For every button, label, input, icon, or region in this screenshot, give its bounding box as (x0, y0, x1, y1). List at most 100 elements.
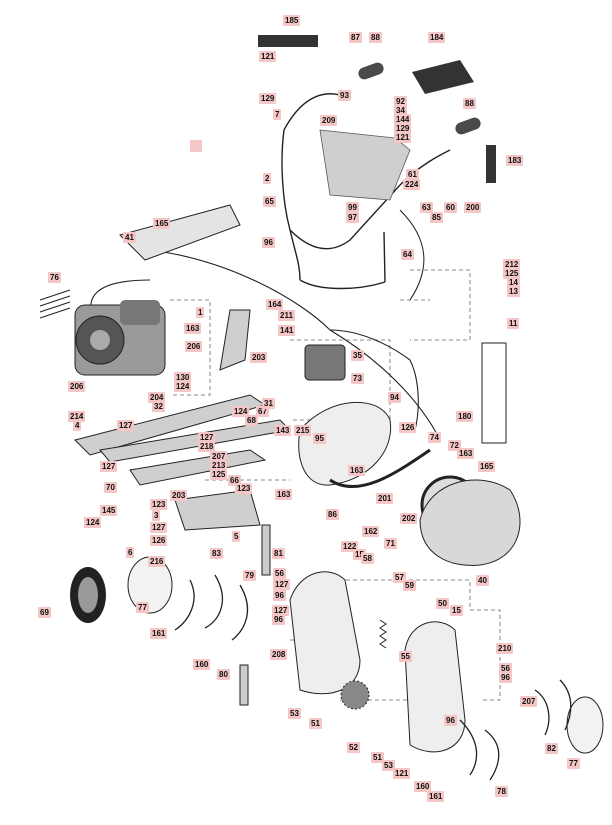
part-label-93: 93 (338, 90, 351, 101)
part-label-41: 41 (123, 232, 136, 243)
part-label-6: 6 (126, 547, 135, 558)
exhaust-shield (39, 289, 71, 319)
part-label-165: 165 (478, 461, 496, 472)
part-label-203: 203 (250, 352, 268, 363)
part-label-72: 72 (448, 440, 461, 451)
unlabeled-marker (190, 140, 202, 152)
part-label-127: 127 (273, 579, 291, 590)
part-label-1: 1 (196, 307, 205, 318)
part-label-206: 206 (68, 381, 86, 392)
part-label-161: 161 (150, 628, 168, 639)
part-label-56: 56 (273, 568, 286, 579)
part-label-213: 213 (210, 460, 228, 471)
part-label-15: 15 (450, 605, 463, 616)
part-label-55: 55 (399, 651, 412, 662)
part-label-94: 94 (388, 392, 401, 403)
part-label-212: 212 (503, 259, 521, 270)
part-label-68: 68 (245, 415, 258, 426)
part-label-87: 87 (349, 32, 362, 43)
part-label-203: 203 (170, 490, 188, 501)
part-label-127: 127 (198, 432, 216, 443)
part-label-58: 58 (361, 553, 374, 564)
pulley-cover (419, 479, 521, 566)
part-label-2: 2 (263, 173, 272, 184)
transmission (304, 344, 346, 381)
tine-assemblies (174, 574, 572, 781)
part-label-224: 224 (403, 179, 421, 190)
part-label-99: 99 (346, 202, 359, 213)
part-label-216: 216 (148, 556, 166, 567)
part-label-88: 88 (463, 98, 476, 109)
right-grip (455, 117, 481, 135)
part-label-96: 96 (262, 237, 275, 248)
tension-spring (379, 619, 387, 649)
part-label-77: 77 (136, 602, 149, 613)
part-label-3: 3 (152, 510, 161, 521)
part-label-7: 7 (273, 109, 282, 120)
part-label-86: 86 (326, 509, 339, 520)
part-label-40: 40 (476, 575, 489, 586)
wheel-hub (78, 577, 98, 613)
part-label-204: 204 (148, 392, 166, 403)
part-label-183: 183 (506, 155, 524, 166)
part-label-74: 74 (428, 432, 441, 443)
part-label-129: 129 (394, 123, 412, 134)
part-label-184: 184 (428, 32, 446, 43)
handlebar (281, 93, 451, 290)
part-label-96: 96 (499, 672, 512, 683)
belt-guard (119, 204, 241, 261)
part-label-81: 81 (272, 548, 285, 559)
part-label-121: 121 (393, 768, 411, 779)
side-disc-right (566, 696, 604, 754)
part-label-56: 56 (499, 663, 512, 674)
chassis-frame (74, 309, 292, 531)
part-label-65: 65 (263, 196, 276, 207)
control-decal (412, 60, 474, 94)
part-label-127: 127 (100, 461, 118, 472)
engine (74, 300, 166, 376)
part-label-163: 163 (184, 323, 202, 334)
left-grip (358, 62, 384, 80)
part-label-78: 78 (495, 786, 508, 797)
part-label-127: 127 (117, 420, 135, 431)
part-label-59: 59 (403, 580, 416, 591)
part-label-218: 218 (198, 441, 216, 452)
part-label-162: 162 (362, 526, 380, 537)
part-label-145: 145 (100, 505, 118, 516)
part-label-126: 126 (399, 422, 417, 433)
part-label-127: 127 (150, 522, 168, 533)
gear-case (298, 401, 392, 486)
part-label-63: 63 (420, 202, 433, 213)
part-label-185: 185 (283, 15, 301, 26)
part-label-125: 125 (503, 268, 521, 279)
part-label-210: 210 (496, 643, 514, 654)
part-label-4: 4 (73, 420, 82, 431)
part-label-53: 53 (288, 708, 301, 719)
part-label-121: 121 (259, 51, 277, 62)
part-label-13: 13 (507, 286, 520, 297)
part-label-96: 96 (444, 715, 457, 726)
part-label-211: 211 (278, 310, 295, 321)
part-label-67: 67 (256, 406, 269, 417)
part-label-161: 161 (427, 791, 445, 802)
part-label-207: 207 (210, 451, 228, 462)
part-label-14: 14 (507, 277, 520, 288)
part-label-129: 129 (259, 93, 277, 104)
part-label-61: 61 (406, 169, 419, 180)
part-label-51: 51 (371, 752, 384, 763)
part-label-124: 124 (232, 406, 250, 417)
part-label-66: 66 (228, 475, 241, 486)
part-label-80: 80 (217, 669, 230, 680)
part-label-215: 215 (294, 425, 312, 436)
part-label-79: 79 (243, 570, 256, 581)
part-label-60: 60 (444, 202, 457, 213)
safety-decal (481, 342, 507, 444)
part-label-50: 50 (436, 598, 449, 609)
part-label-122: 122 (341, 541, 359, 552)
part-label-126: 126 (150, 535, 168, 546)
part-label-123: 123 (150, 499, 168, 510)
part-label-130: 130 (174, 372, 192, 383)
part-label-164: 164 (266, 299, 284, 310)
part-label-214: 214 (68, 411, 86, 422)
part-label-92: 92 (394, 96, 407, 107)
